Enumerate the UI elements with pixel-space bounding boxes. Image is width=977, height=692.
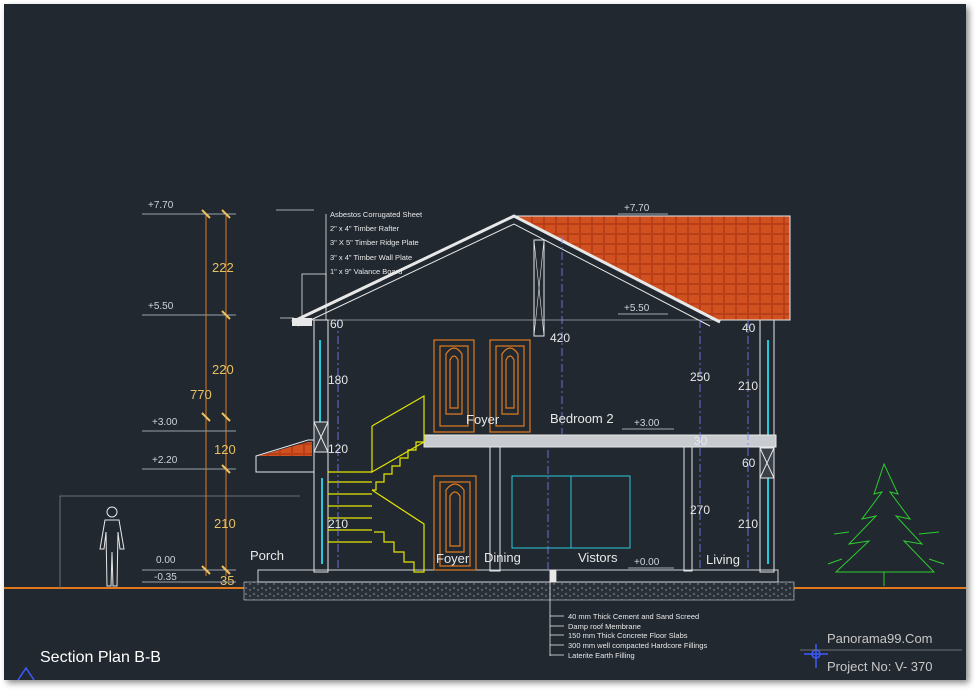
watermark-project: Project No: V- 370	[827, 659, 933, 674]
room-living: Living	[706, 552, 740, 567]
dim-mid-250: 250	[690, 370, 710, 384]
dim-left-120: 120	[328, 442, 348, 456]
room-visitors: Vistors	[578, 550, 618, 565]
door-upper-2	[489, 339, 531, 433]
level-left-220: +2.20	[152, 455, 178, 466]
tree	[827, 462, 945, 586]
first-floor-slab	[423, 434, 777, 448]
roof-note-5: 1" x 9" Valance Board	[330, 267, 402, 276]
dim-220: 220	[212, 362, 234, 377]
level-left-000: 0.00	[156, 555, 176, 566]
dim-left-210: 210	[328, 517, 348, 531]
roof-note-4: 3" x 4" Timber Wall Plate	[330, 253, 412, 262]
floor-note-2: Damp roof Membrane	[568, 622, 641, 631]
drawing-title: Section Plan B-B	[40, 649, 161, 666]
roof-note-1: Asbestos Corrugated Sheet	[330, 210, 423, 219]
dim-mid-270: 270	[690, 503, 710, 517]
left-wall	[313, 319, 329, 573]
room-upper-foyer: Foyer	[466, 412, 500, 427]
cad-drawing-canvas[interactable]: +7.70 +5.50 +3.00 +2.20 0.00 -0.35 770 2…	[4, 4, 966, 680]
room-bedroom-2: Bedroom 2	[550, 411, 614, 426]
level-left-550: +5.50	[148, 301, 174, 312]
level-left-neg035: -0.35	[154, 572, 177, 583]
dim-120: 120	[214, 442, 236, 457]
door-upper-1	[433, 339, 475, 433]
dim-right-60: 60	[742, 456, 756, 470]
staircase	[328, 394, 425, 573]
roof-note-3: 3" X 5" Timber Ridge Plate	[330, 238, 419, 247]
ridge-wall	[533, 239, 545, 337]
left-dimension-chain	[142, 213, 236, 583]
floor-note-1: 40 mm Thick Cement and Sand Screed	[568, 612, 699, 621]
dim-210: 210	[214, 516, 236, 531]
door-lower	[433, 475, 477, 571]
ucs-icon-left	[17, 666, 35, 680]
dim-right-210b: 210	[738, 517, 758, 531]
floor-note-4: 300 mm well compacted Hardcore Fillings	[568, 641, 707, 650]
column-1	[489, 446, 501, 572]
overall-dimension: 770	[190, 387, 212, 402]
ground-slab	[257, 569, 779, 583]
dimension-ticks	[201, 209, 231, 575]
level-left-770: +7.70	[148, 200, 174, 211]
level-right-550: +5.50	[624, 303, 650, 314]
roof-rafter-inner	[297, 223, 711, 327]
dim-right-210: 210	[738, 379, 758, 393]
window-visitors	[511, 475, 631, 549]
porch-canopy	[255, 439, 315, 473]
level-right-000: +0.00	[634, 557, 660, 568]
roof-note-2: 2" x 4" Timber Rafter	[330, 224, 400, 233]
dim-mid-420: 420	[550, 331, 570, 345]
valance-board	[292, 318, 312, 326]
section-drawing: +7.70 +5.50 +3.00 +2.20 0.00 -0.35 770 2…	[4, 200, 966, 680]
human-figure	[99, 506, 125, 587]
level-left-300: +3.00	[152, 417, 178, 428]
porch-tiles	[258, 442, 312, 456]
room-dining: Dining	[484, 550, 521, 565]
dim-mid-30: 30	[694, 434, 708, 448]
boundary-line	[59, 495, 300, 588]
dim-222: 222	[212, 260, 234, 275]
floor-note-leaders	[549, 569, 564, 656]
ucs-icon-right	[804, 644, 828, 668]
dim-right-40: 40	[742, 321, 756, 335]
room-lower-foyer: Foyer	[436, 551, 470, 566]
level-right-770: +7.70	[624, 203, 650, 214]
room-porch: Porch	[250, 548, 284, 563]
dim-35: 35	[220, 573, 234, 588]
dim-left-60: 60	[330, 317, 344, 331]
foundation-fill	[243, 581, 795, 601]
floor-note-5: Laterite Earth Filling	[568, 651, 635, 660]
floor-note-3: 150 mm Thick Concrete Floor Slabs	[568, 631, 688, 640]
watermark-site: Panorama99.Com	[827, 631, 933, 646]
roof-rafter-outer	[291, 214, 721, 324]
level-right-300: +3.00	[634, 418, 660, 429]
dim-left-180: 180	[328, 373, 348, 387]
roof-tiles	[513, 215, 791, 321]
column-2	[683, 446, 693, 572]
